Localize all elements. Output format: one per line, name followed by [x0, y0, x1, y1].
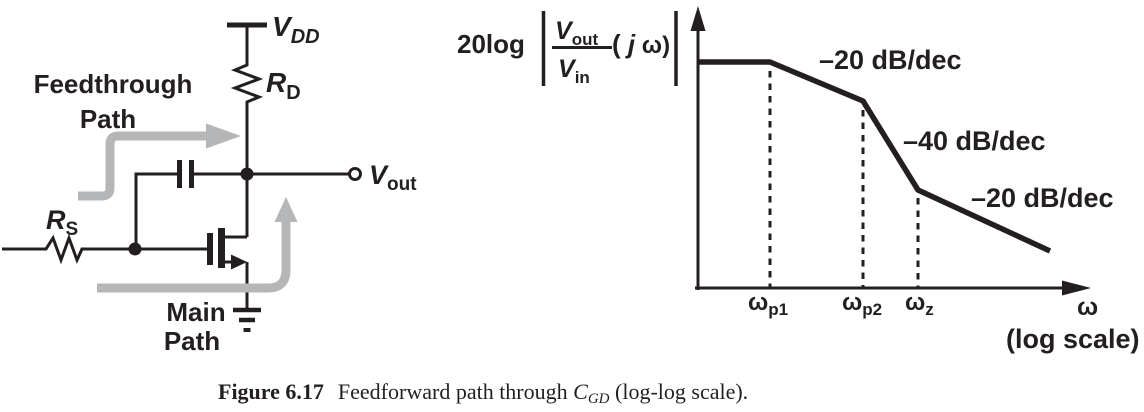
feedthrough-path-label-line2: Path [80, 104, 136, 134]
caption-text-before: Feedforward path through [337, 379, 574, 404]
rs-resistor-and-gate-wire [2, 233, 208, 265]
nmos-source-arrow-icon [231, 254, 247, 270]
ylabel-prefix: 20log [457, 29, 525, 59]
xtick-wp2: ωp2 [842, 289, 882, 319]
vout-label: Vout [369, 160, 417, 195]
ylabel-denominator: Vin [558, 55, 590, 87]
nmos-transistor [207, 228, 247, 270]
vdd-label: VDD [272, 11, 320, 48]
x-axis-label: ω [1077, 293, 1098, 321]
caption-variable: C [573, 379, 588, 404]
bode-plot: 20log Vout Vin ( j ω) –20 dB/dec –40 dB/… [457, 6, 1140, 354]
rd-label: RD [266, 67, 301, 104]
xtick-wp1: ωp1 [748, 289, 788, 319]
main-path-label-line1: Main [166, 297, 225, 327]
main-path-label-line2: Path [164, 326, 220, 356]
feedthrough-path-label-line1: Feedthrough [34, 69, 193, 99]
caption-variable-subscript: GD [587, 391, 610, 407]
gate-node-dot [128, 242, 142, 256]
rs-label: RS [46, 205, 78, 240]
slope-label-1: –20 dB/dec [819, 45, 962, 75]
x-axis-scale-note: (log scale) [1006, 324, 1140, 354]
caption-figure-number: Figure 6.17 [218, 379, 324, 404]
rd-resistor [230, 62, 264, 107]
y-axis-arrow-icon [690, 6, 706, 31]
ylabel-numerator: Vout [555, 17, 598, 49]
slope-label-2: –40 dB/dec [903, 126, 1046, 156]
y-axis-label: 20log Vout Vin ( j ω) [457, 11, 678, 87]
ylabel-argument: ( j ω) [612, 29, 670, 59]
bode-magnitude-curve [698, 59, 1052, 254]
caption-text-after: (log-log scale). [609, 379, 749, 404]
feedthrough-path-arrow-icon [78, 123, 241, 201]
vout-terminal [348, 167, 362, 181]
circuit-schematic: Feedthrough Path Main Path VDD RD RS Vou… [2, 11, 417, 356]
ground-symbol-icon [233, 307, 261, 332]
x-axis-arrow-icon [1062, 280, 1091, 296]
xtick-wz: ωz [905, 289, 934, 319]
slope-label-3: –20 dB/dec [971, 183, 1114, 213]
main-path-arrow-icon [97, 197, 298, 293]
capacitor-left-wire [134, 172, 177, 249]
